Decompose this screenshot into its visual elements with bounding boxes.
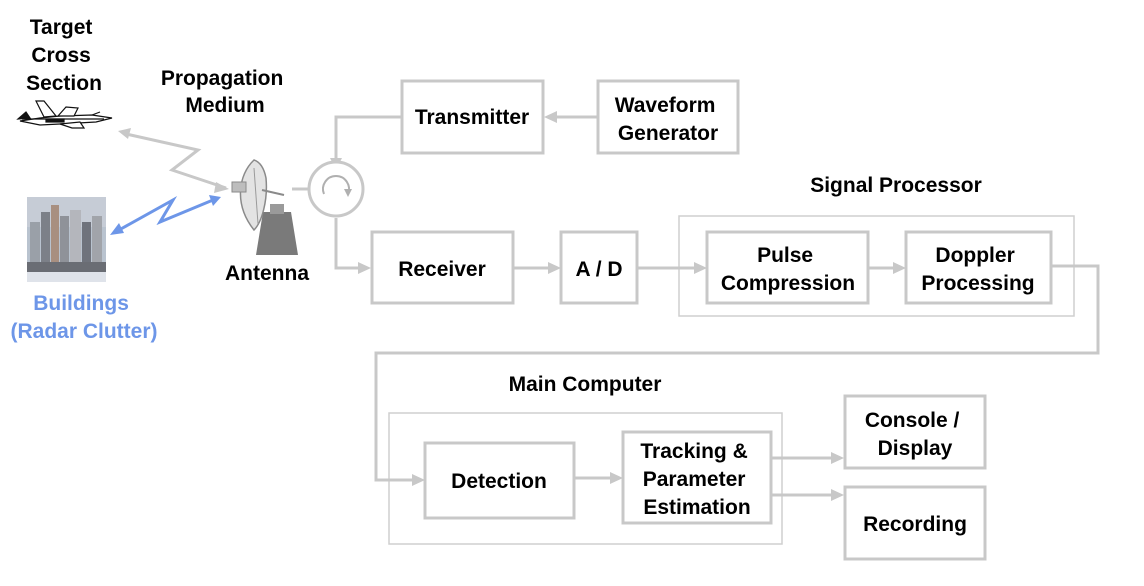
target-cross-section-label: Target Cross Section (26, 16, 102, 95)
arrowhead (544, 111, 557, 123)
svg-text:Recording: Recording (863, 513, 967, 536)
arrowhead-to-target (118, 128, 131, 139)
arrowhead (358, 262, 371, 274)
receiver-block[interactable]: Receiver (370, 230, 515, 305)
waveform-generator-block[interactable]: Waveform Generator (596, 79, 740, 155)
arrowhead (548, 262, 561, 274)
main-computer-label: Main Computer (509, 373, 662, 396)
transmitter-block[interactable]: Transmitter (400, 79, 545, 155)
circulator-icon (307, 160, 365, 218)
signal-wires (292, 111, 1100, 501)
arrowhead (694, 262, 707, 274)
jet-aircraft-icon (16, 100, 113, 129)
arrowhead (831, 452, 844, 464)
arrowhead (610, 472, 623, 484)
signal-processor-label: Signal Processor (810, 174, 982, 197)
svg-text:Pulse Compression: Pulse Compression (721, 244, 855, 295)
antenna-label: Antenna (225, 262, 309, 285)
city-buildings-photo (27, 197, 106, 282)
arrowhead (412, 474, 425, 486)
propagation-medium-label: Propagation Medium (161, 67, 289, 117)
doppler-processing-block[interactable]: Doppler Processing (904, 230, 1053, 305)
tracking-estimation-block[interactable]: Tracking & Parameter Estimation (621, 430, 773, 525)
arrowhead-echo-in (214, 182, 229, 193)
ad-converter-block[interactable]: A / D (559, 230, 639, 305)
pulse-compression-block[interactable]: Pulse Compression (705, 230, 870, 305)
svg-text:Doppler Processing: Doppler Processing (921, 244, 1034, 295)
svg-text:Detection: Detection (451, 470, 547, 493)
wire-circulator-to-receiver (334, 218, 360, 270)
console-display-block[interactable]: Console / Display (843, 394, 987, 470)
buildings-clutter-label: Buildings (Radar Clutter) (10, 292, 157, 343)
svg-text:Waveform Generator: Waveform Generator (615, 94, 722, 145)
detection-block[interactable]: Detection (423, 441, 576, 520)
svg-text:Tracking & Parameter: Tracking & Parameter Estimation (640, 440, 753, 519)
recording-block[interactable]: Recording (843, 485, 987, 561)
wire-transmitter-to-circulator (334, 115, 402, 160)
arrowhead-to-buildings (110, 223, 124, 235)
arrowhead (893, 262, 906, 274)
clutter-propagation-path (118, 196, 214, 232)
svg-text:Receiver: Receiver (398, 258, 486, 281)
svg-text:Console / Display: Console / Display (865, 409, 965, 460)
svg-text:A / D: A / D (575, 258, 622, 281)
radar-dish-icon (231, 159, 298, 255)
arrowhead-clutter-echo (209, 195, 221, 206)
arrowhead (831, 489, 844, 501)
svg-text:Transmitter: Transmitter (415, 106, 529, 129)
wire-doppler-to-detection (374, 264, 1100, 482)
propagation-path-to-target (125, 132, 227, 190)
